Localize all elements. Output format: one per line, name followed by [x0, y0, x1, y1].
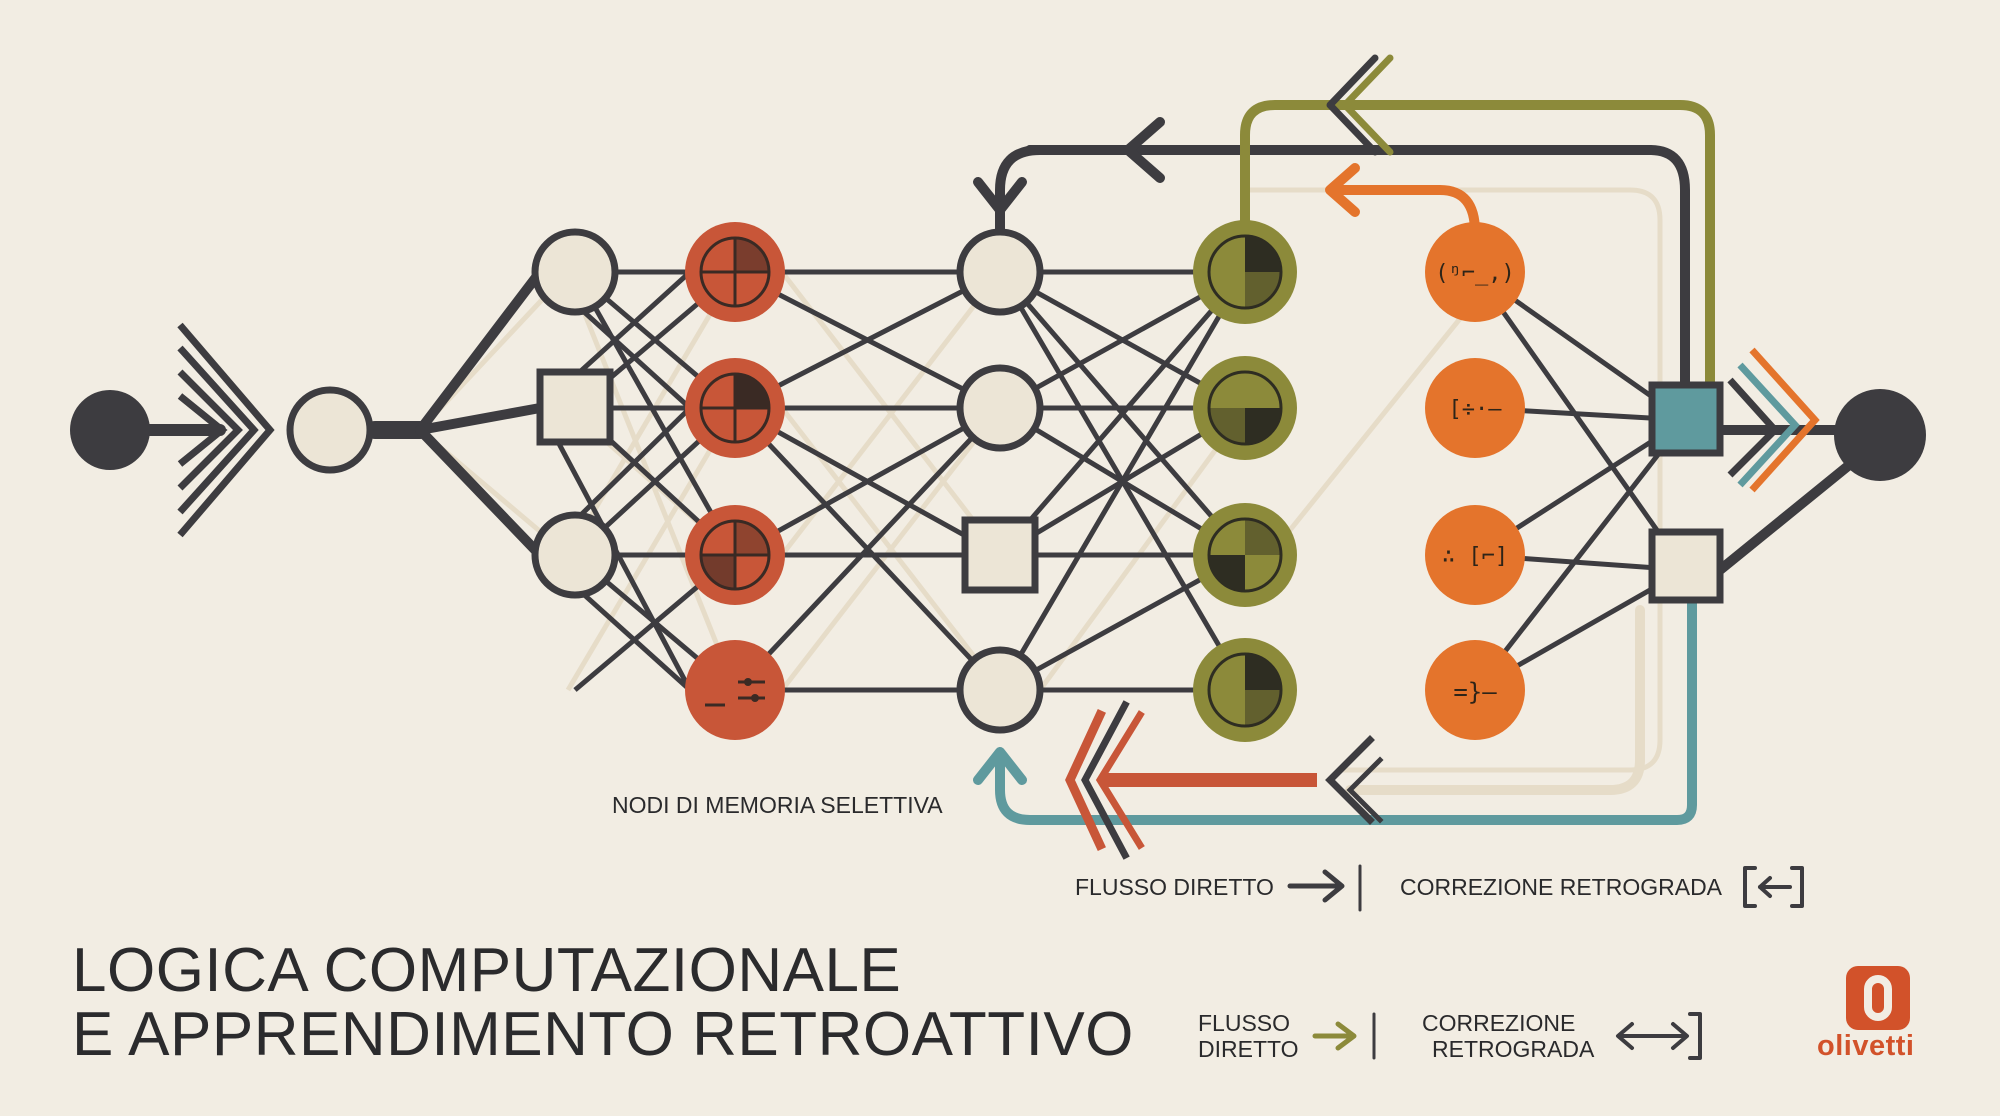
- teal-arrowhead-up: [973, 747, 1027, 785]
- legend-backward-label-2a: CORREZIONE: [1422, 1010, 1576, 1036]
- orange-node-4: =}—: [1425, 640, 1525, 740]
- legend-forward-label-2a: FLUSSO: [1198, 1010, 1291, 1036]
- dark-arrowhead-left: [1123, 117, 1165, 183]
- svg-text:(ᵑ⌐_,): (ᵑ⌐_,): [1435, 261, 1514, 286]
- svg-text:∴ [⌐]: ∴ [⌐]: [1442, 544, 1508, 569]
- entry-node: [286, 386, 374, 474]
- input-node: [70, 390, 150, 470]
- output-square-light: [1648, 528, 1724, 604]
- olive-node-4: [1193, 638, 1297, 742]
- output-square-teal: [1648, 381, 1724, 457]
- layer-2-memory-nodes: [685, 222, 785, 740]
- layer-3: [956, 228, 1044, 734]
- layer3-node-4: [956, 646, 1044, 734]
- legend-backward-label: CORREZIONE RETROGRADA: [1400, 874, 1723, 900]
- layer1-node-square: [536, 368, 614, 446]
- memory-node-4: [685, 640, 785, 740]
- layer-5-orange-nodes: (ᵑ⌐_,) [÷·— ∴ [⌐] =}—: [1425, 222, 1525, 740]
- forward-arrow-icon: [1287, 869, 1345, 903]
- layer3-node-2: [956, 364, 1044, 452]
- memory-node-3: [685, 505, 785, 605]
- dark-arrowhead-down: [973, 177, 1027, 215]
- teal-feedback-loop: [995, 593, 1697, 825]
- layer3-node-square: [961, 516, 1039, 594]
- dark-feedback-loop: [1025, 145, 1690, 397]
- legend-row-2-icons: [1312, 1012, 1702, 1060]
- olive-forward-arrow-icon: [1312, 1021, 1357, 1051]
- feedback-loops: [995, 100, 1715, 825]
- olivetti-logo-icon: [1846, 966, 1910, 1030]
- svg-text:[÷·—: [÷·—: [1449, 397, 1503, 422]
- orange-node-1: (ᵑ⌐_,): [1425, 222, 1525, 322]
- svg-text:=}—: =}—: [1453, 678, 1497, 706]
- olive-node-1: [1193, 220, 1297, 324]
- orange-node-2: [÷·—: [1425, 358, 1525, 458]
- legend-forward-label: FLUSSO DIRETTO: [1075, 874, 1274, 900]
- layer-1: [531, 228, 619, 599]
- legend-forward-label-2b: DIRETTO: [1198, 1036, 1299, 1062]
- output-node: [1834, 389, 1926, 481]
- olive-node-3: [1193, 503, 1297, 607]
- olive-feedback-loop: [1240, 100, 1715, 397]
- orange-feedback-arc: [1335, 185, 1480, 237]
- double-arrow-bracket-icon: [1616, 1012, 1702, 1060]
- bracket-back-arrow-icon: [1743, 866, 1804, 908]
- memory-node-2: [685, 358, 785, 458]
- orange-arrowhead-left: [1325, 163, 1360, 217]
- output-chevrons: [1727, 347, 1820, 493]
- memory-node-1: [685, 222, 785, 322]
- legend-row-1-icons: [1287, 864, 1804, 912]
- input-chevrons: [177, 322, 275, 538]
- layer1-node-top: [531, 228, 619, 316]
- olive-chevron: [1326, 54, 1379, 156]
- brand-name: olivetti: [1817, 1030, 1915, 1062]
- title-line-1: LOGICA COMPUTAZIONALE: [72, 936, 902, 1005]
- olive-node-2: [1193, 356, 1297, 460]
- title-line-2: E APPRENDIMENTO RETROATTIVO: [72, 1000, 1134, 1069]
- legend-backward-label-2b: RETROGRADA: [1432, 1036, 1595, 1062]
- feedback-arrowheads: [973, 54, 1394, 785]
- layer-4-olive-nodes: [1193, 220, 1297, 742]
- layer1-node-bottom: [531, 511, 619, 599]
- backward-arrows-lower: [1065, 700, 1384, 860]
- memory-nodes-label: NODI DI MEMORIA SELETTIVA: [612, 792, 943, 818]
- orange-node-3: ∴ [⌐]: [1425, 505, 1525, 605]
- layer3-node-1: [956, 228, 1044, 316]
